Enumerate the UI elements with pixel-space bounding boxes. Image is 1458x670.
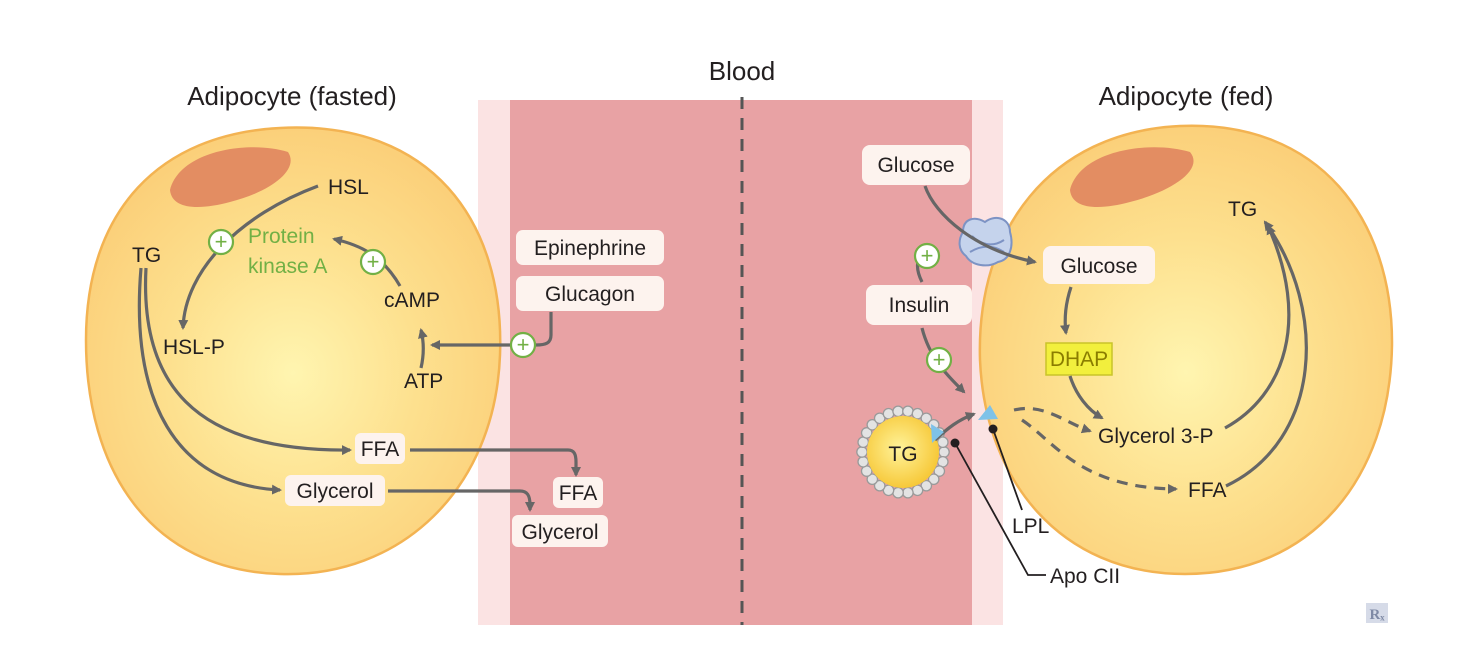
epinephrine-box [516, 230, 664, 265]
apocii-label: Apo CII [1050, 565, 1120, 588]
phospholipid-bead [857, 455, 870, 468]
glucagon-label: Glucagon [545, 283, 635, 306]
glucose-to-dhap-arrow [1059, 286, 1073, 335]
blood-glycerol-box [512, 515, 608, 547]
cell-glucose-label: Glucose [1060, 255, 1137, 278]
left-ffa-label: FFA [361, 438, 400, 461]
hsl-label: HSL [328, 176, 369, 199]
camp-label: cAMP [384, 289, 440, 312]
lipoprotein-core [867, 416, 939, 488]
right-cell-title: Adipocyte (fed) [1099, 81, 1274, 111]
lpl-triangle [978, 405, 998, 420]
glucose-transporter-icon [958, 216, 1013, 267]
lpl-to-g3p-dashed-arrow [1013, 407, 1092, 434]
glycerol3p-label: Glycerol 3-P [1098, 425, 1214, 448]
dhap-to-g3p-arrow [1068, 375, 1104, 420]
phospholipid-bead [911, 484, 924, 497]
phospholipid-bead [938, 446, 950, 458]
logo-mark: Rₓ [1369, 607, 1385, 623]
tg-to-ffa-arrow [143, 267, 352, 456]
svg-text:+: + [921, 243, 934, 268]
plus-insulin-glucose-icon: + [913, 242, 941, 270]
svg-text:+: + [517, 332, 530, 357]
phospholipid-bead [873, 479, 886, 492]
dhap-highlight [1045, 342, 1113, 376]
phospholipid-bead [902, 486, 914, 499]
fed-adipocyte [978, 124, 1394, 576]
pka-label-line1: Protein [248, 225, 315, 248]
blood-glucose-box [862, 145, 970, 185]
plus-camp-pka-icon: + [359, 248, 387, 276]
lipoprotein-particle: TG [856, 405, 950, 499]
left-ffa-box [355, 433, 405, 464]
glucose-uptake-arrow [923, 185, 1037, 266]
atp-to-camp-arrow [418, 328, 428, 369]
blood-glycerol-label: Glycerol [521, 521, 598, 544]
phospholipid-bead [860, 427, 873, 439]
left-cell-title: Adipocyte (fasted) [187, 81, 397, 111]
phospholipid-bead [866, 418, 879, 431]
left-tg-label: TG [132, 244, 161, 267]
right-tg-label: TG [1228, 198, 1257, 221]
dhap-label: DHAP [1050, 348, 1108, 371]
phospholipid-bead [933, 465, 946, 477]
lpl-to-ffa-dashed-arrow [1021, 418, 1178, 494]
left-glycerol-label: Glycerol [296, 480, 373, 503]
left-glycerol-box [285, 475, 385, 506]
blood-ffa-box [553, 477, 603, 508]
insulin-box [866, 285, 972, 325]
atp-label: ATP [404, 370, 443, 393]
glycerol-release-arrow [388, 489, 535, 512]
g3p-to-tg-arrow [1224, 224, 1291, 430]
logo-badge [1366, 603, 1388, 623]
phospholipid-bead [920, 412, 933, 425]
right-nucleus [1070, 147, 1194, 207]
lipoprotein-tg-label: TG [888, 443, 917, 466]
glucagon-box [516, 276, 664, 311]
phospholipid-bead [892, 405, 904, 418]
phospholipid-bead [866, 473, 879, 486]
lpl-label: LPL [1012, 515, 1049, 538]
plus-pka-hsl-icon: + [207, 228, 235, 256]
fasted-adipocyte [84, 126, 502, 576]
right-ffa-label: FFA [1188, 479, 1227, 502]
left-nucleus [170, 147, 291, 207]
insulin-label: Insulin [889, 294, 950, 317]
apocii-pointer-line [954, 442, 1046, 576]
phospholipid-bead [927, 473, 940, 486]
tg-to-glycerol-arrow [137, 267, 282, 495]
phospholipid-bead [882, 407, 895, 420]
plus-insulin-lpl-icon: + [925, 346, 953, 374]
svg-text:+: + [215, 229, 228, 254]
blood-title: Blood [709, 56, 776, 86]
ffa-to-tg-arrow [1225, 220, 1308, 488]
hsl-p-label: HSL-P [163, 336, 225, 359]
apo-cii-triangle [931, 424, 944, 443]
phospholipid-bead [856, 446, 868, 458]
lpl-pointer-line [992, 428, 1023, 511]
cell-glucose-box [1043, 246, 1155, 284]
blood-ffa-label: FFA [559, 482, 598, 505]
svg-text:+: + [367, 249, 380, 274]
ffa-release-arrow [410, 448, 581, 477]
epinephrine-label: Epinephrine [534, 237, 646, 260]
svg-text:+: + [933, 347, 946, 372]
pka-label-line2: kinase A [248, 255, 327, 278]
phospholipid-bead [936, 436, 949, 449]
phospholipid-bead [892, 486, 904, 499]
blood-glucose-label: Glucose [877, 154, 954, 177]
phospholipid-bead [902, 405, 914, 418]
plus-hormone-icon: + [509, 331, 537, 359]
